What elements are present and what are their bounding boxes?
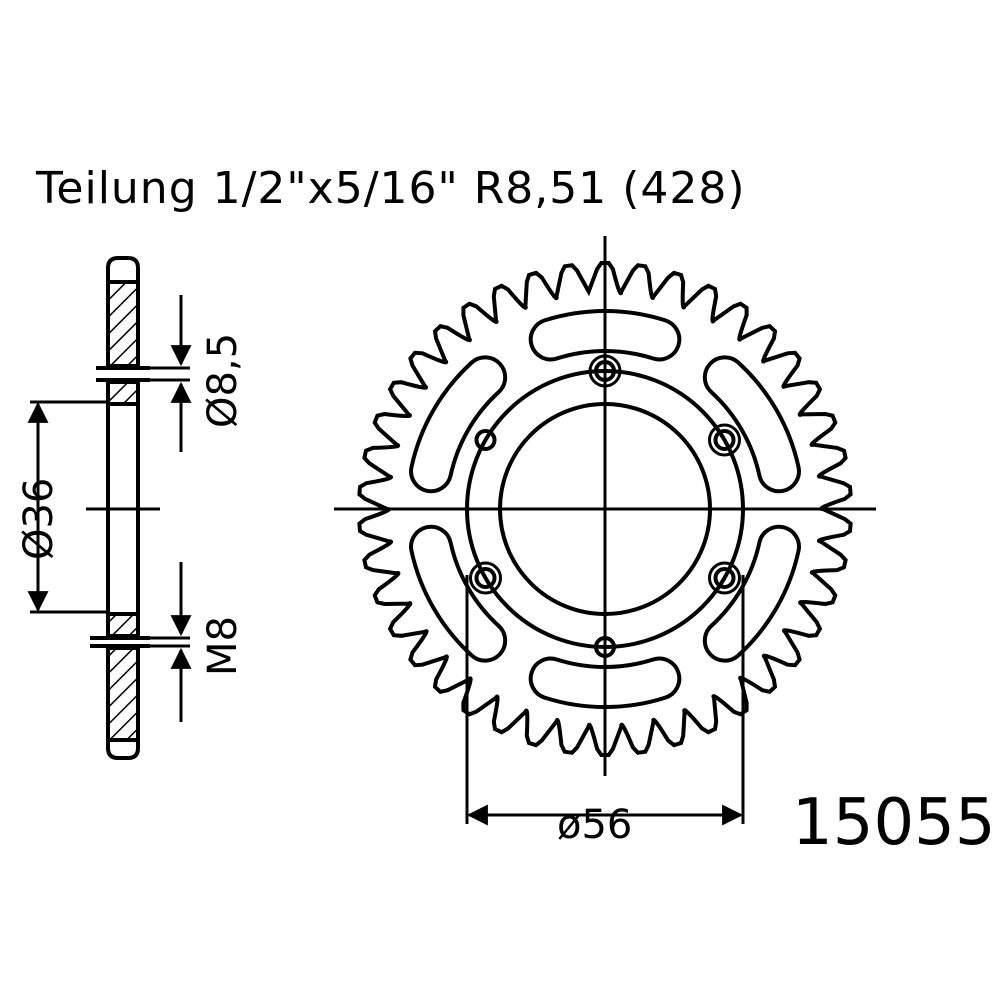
lightening-slot — [702, 524, 801, 663]
bolt-hole-countersink — [469, 561, 502, 595]
front-view: ø56 — [334, 236, 876, 848]
side-view-bottom-tip — [106, 740, 140, 760]
side-view-lower-hatch — [106, 646, 140, 742]
side-view-top-tip — [106, 256, 140, 282]
side-view-hub-hatch — [106, 612, 140, 638]
lightening-slot — [702, 355, 801, 494]
lightening-slot — [409, 524, 508, 663]
side-view-upper-hatch — [106, 280, 140, 368]
hole-diameter-label: Ø8,5 — [200, 333, 246, 428]
pitch-heading: Teilung 1/2"x5/16" R8,51 (428) — [35, 163, 746, 214]
bolt-hole — [474, 567, 497, 589]
bolt-hole-countersink — [708, 561, 741, 595]
side-view: Ø36 Ø8,5 M8 — [16, 256, 246, 760]
bore-diameter-label: Ø36 — [16, 478, 62, 560]
bolt-size-label: M8 — [200, 616, 246, 676]
lightening-slot — [409, 355, 508, 494]
bolt-hole — [713, 567, 736, 589]
part-number: 15055 — [792, 786, 996, 860]
bolt-hole — [713, 429, 736, 451]
bolt-circle-label: ø56 — [557, 802, 632, 848]
side-view-hub-hatch — [106, 380, 140, 406]
lightening-slot — [528, 309, 682, 362]
lightening-slots — [409, 309, 801, 709]
lightening-slot — [528, 656, 682, 709]
bolt-hole — [474, 429, 497, 451]
bolt-hole-countersink — [708, 423, 741, 457]
sprocket-teeth-outline — [357, 261, 853, 757]
